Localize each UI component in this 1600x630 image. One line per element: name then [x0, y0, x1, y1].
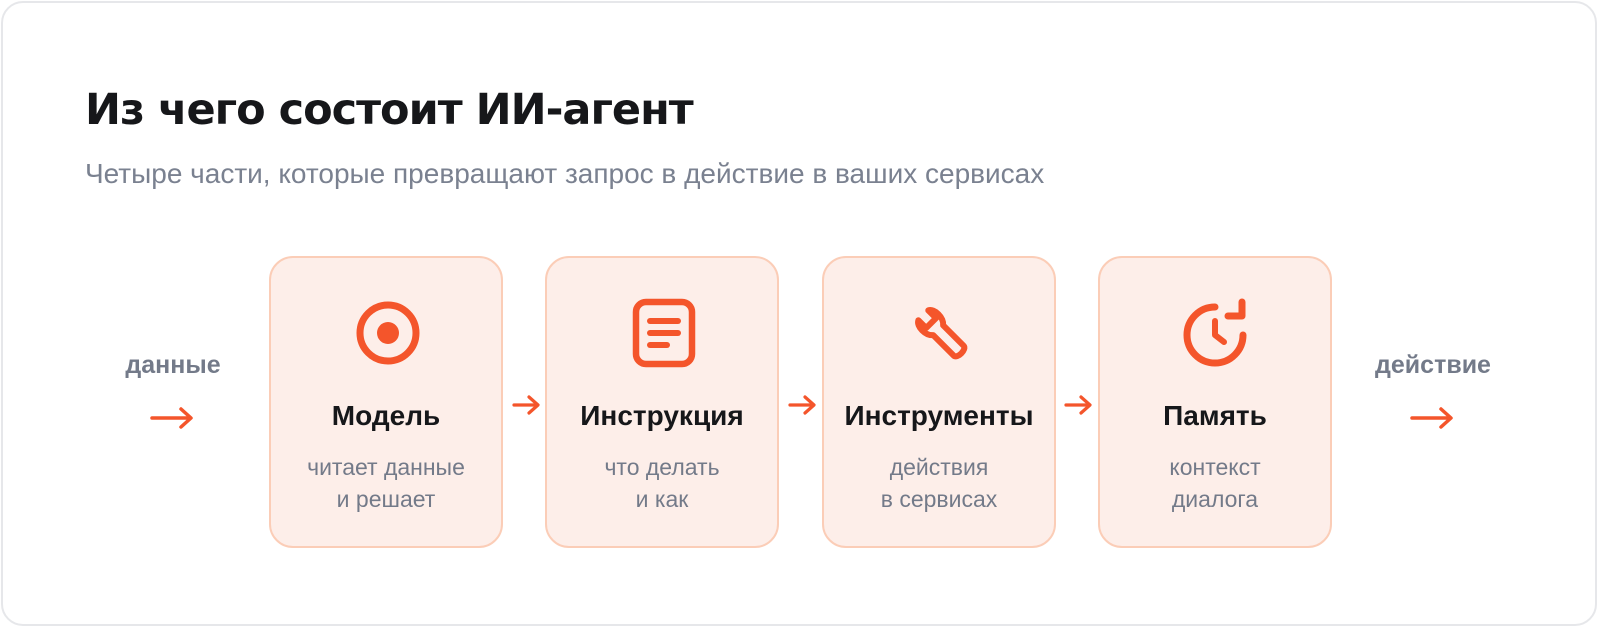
- input-label: данные: [125, 351, 221, 379]
- card-description: читает данные и решает: [307, 454, 465, 512]
- wrench-icon: [915, 307, 968, 360]
- card-title: Память: [1163, 400, 1267, 431]
- output-label: действие: [1375, 351, 1491, 379]
- card-title: Инструменты: [844, 400, 1034, 431]
- card-tools: Инструменты действия в сервисах: [822, 256, 1056, 548]
- page-subtitle: Четыре части, которые превращают запрос …: [85, 158, 1045, 189]
- card-title: Модель: [331, 400, 441, 431]
- output-arrow-icon: [1410, 407, 1453, 429]
- card-description: действия в сервисах: [880, 454, 998, 512]
- card-model: Модель читает данные и решает: [269, 256, 503, 548]
- card-title: Инструкция: [580, 400, 744, 431]
- card-description: контекст диалога: [1169, 454, 1261, 512]
- flow-arrow-icon: [512, 395, 540, 415]
- flow-arrow-icon: [788, 395, 816, 415]
- card-description: что делать и как: [604, 454, 720, 512]
- target-icon: [356, 301, 420, 365]
- card-memory: Память контекст диалога: [1098, 256, 1332, 548]
- document-icon: [632, 298, 696, 368]
- page-title: Из чего состоит ИИ-агент: [85, 85, 694, 135]
- card-instruction: Инструкция что делать и как: [545, 256, 779, 548]
- input-arrow-icon: [150, 407, 193, 429]
- history-clock-icon: [1183, 298, 1247, 367]
- flow-arrow-icon: [1064, 395, 1092, 415]
